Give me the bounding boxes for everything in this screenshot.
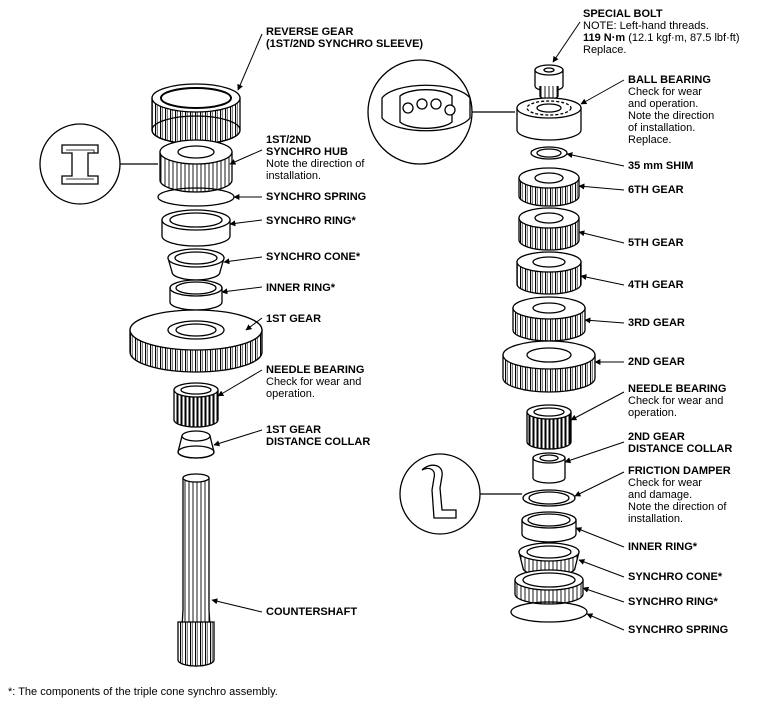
first-gear-label: 1ST GEAR: [266, 313, 322, 325]
second-gear-part: [502, 340, 596, 393]
distance-collar-part: [177, 430, 215, 459]
right-synchro-spring-part: [510, 601, 588, 623]
right-needle-bearing-label: NEEDLE BEARING Check for wear and operat…: [628, 383, 727, 419]
special-bolt-part: [534, 64, 564, 100]
torque-conversion: (12.1 kgf·m, 87.5 lbf·ft): [625, 32, 740, 44]
fifth-gear-part: [518, 207, 580, 251]
first-gear-part: [129, 309, 263, 373]
sixth-gear-label: 6TH GEAR: [628, 184, 684, 196]
right-synchro-ring-part: [514, 569, 584, 605]
sixth-gear-part: [518, 167, 580, 207]
right-distance-collar-part: [532, 452, 566, 484]
right-distance-collar-label: 2ND GEAR DISTANCE COLLAR: [628, 431, 733, 455]
fourth-gear-part: [516, 251, 582, 295]
third-gear-label: 3RD GEAR: [628, 317, 685, 329]
inner-ring-part: [169, 279, 223, 311]
damper-detail-callout: [399, 453, 522, 535]
distance-collar-label: 1ST GEAR DISTANCE COLLAR: [266, 424, 371, 448]
synchro-spring-label: SYNCHRO SPRING: [266, 191, 367, 203]
needle-bearing-part: [173, 382, 219, 428]
shim-label: 35 mm SHIM: [628, 160, 694, 172]
torque-value: 119 N·m: [583, 32, 626, 44]
right-needle-bearing-part: [526, 404, 572, 450]
synchro-cone-label: SYNCHRO CONE*: [266, 251, 361, 263]
second-gear-label: 2ND GEAR: [628, 356, 685, 368]
footnote: *: The components of the triple cone syn…: [8, 686, 278, 698]
reverse-gear-part: [151, 83, 241, 145]
synchro-hub-label: 1ST/2ND SYNCHRO HUB Note the direction o…: [266, 134, 365, 182]
ball-bearing-label: BALL BEARING Check for wear and operatio…: [628, 74, 715, 146]
right-synchro-ring-label: SYNCHRO RING*: [628, 596, 718, 608]
needle-bearing-label: NEEDLE BEARING Check for wear and operat…: [266, 364, 365, 400]
reverse-gear-label: REVERSE GEAR (1ST/2ND SYNCHRO SLEEVE): [266, 26, 424, 50]
inner-ring-label: INNER RING*: [266, 282, 336, 294]
bearing-detail-callout: [367, 59, 515, 165]
third-gear-part: [512, 296, 586, 342]
synchro-hub-part: [159, 139, 233, 193]
synchro-ring-part: [161, 209, 231, 247]
friction-damper-label: FRICTION DAMPER Check for wear and damag…: [628, 465, 731, 525]
right-synchro-spring-label: SYNCHRO SPRING: [628, 624, 729, 636]
synchro-ring-label: SYNCHRO RING*: [266, 215, 356, 227]
countershaft-part: [177, 473, 215, 667]
right-synchro-cone-label: SYNCHRO CONE*: [628, 571, 723, 583]
fifth-gear-label: 5TH GEAR: [628, 237, 684, 249]
right-inner-ring-part: [521, 511, 577, 543]
special-bolt-label: SPECIAL BOLT NOTE: Left-hand threads. 11…: [583, 8, 740, 56]
synchro-cone-part: [167, 248, 225, 281]
hub-detail-callout: [39, 123, 158, 205]
right-inner-ring-label: INNER RING*: [628, 541, 698, 553]
countershaft-label: COUNTERSHAFT: [266, 606, 358, 618]
right-synchro-cone-part: [518, 542, 580, 577]
fourth-gear-label: 4TH GEAR: [628, 279, 684, 291]
ball-bearing-part: [516, 97, 582, 141]
